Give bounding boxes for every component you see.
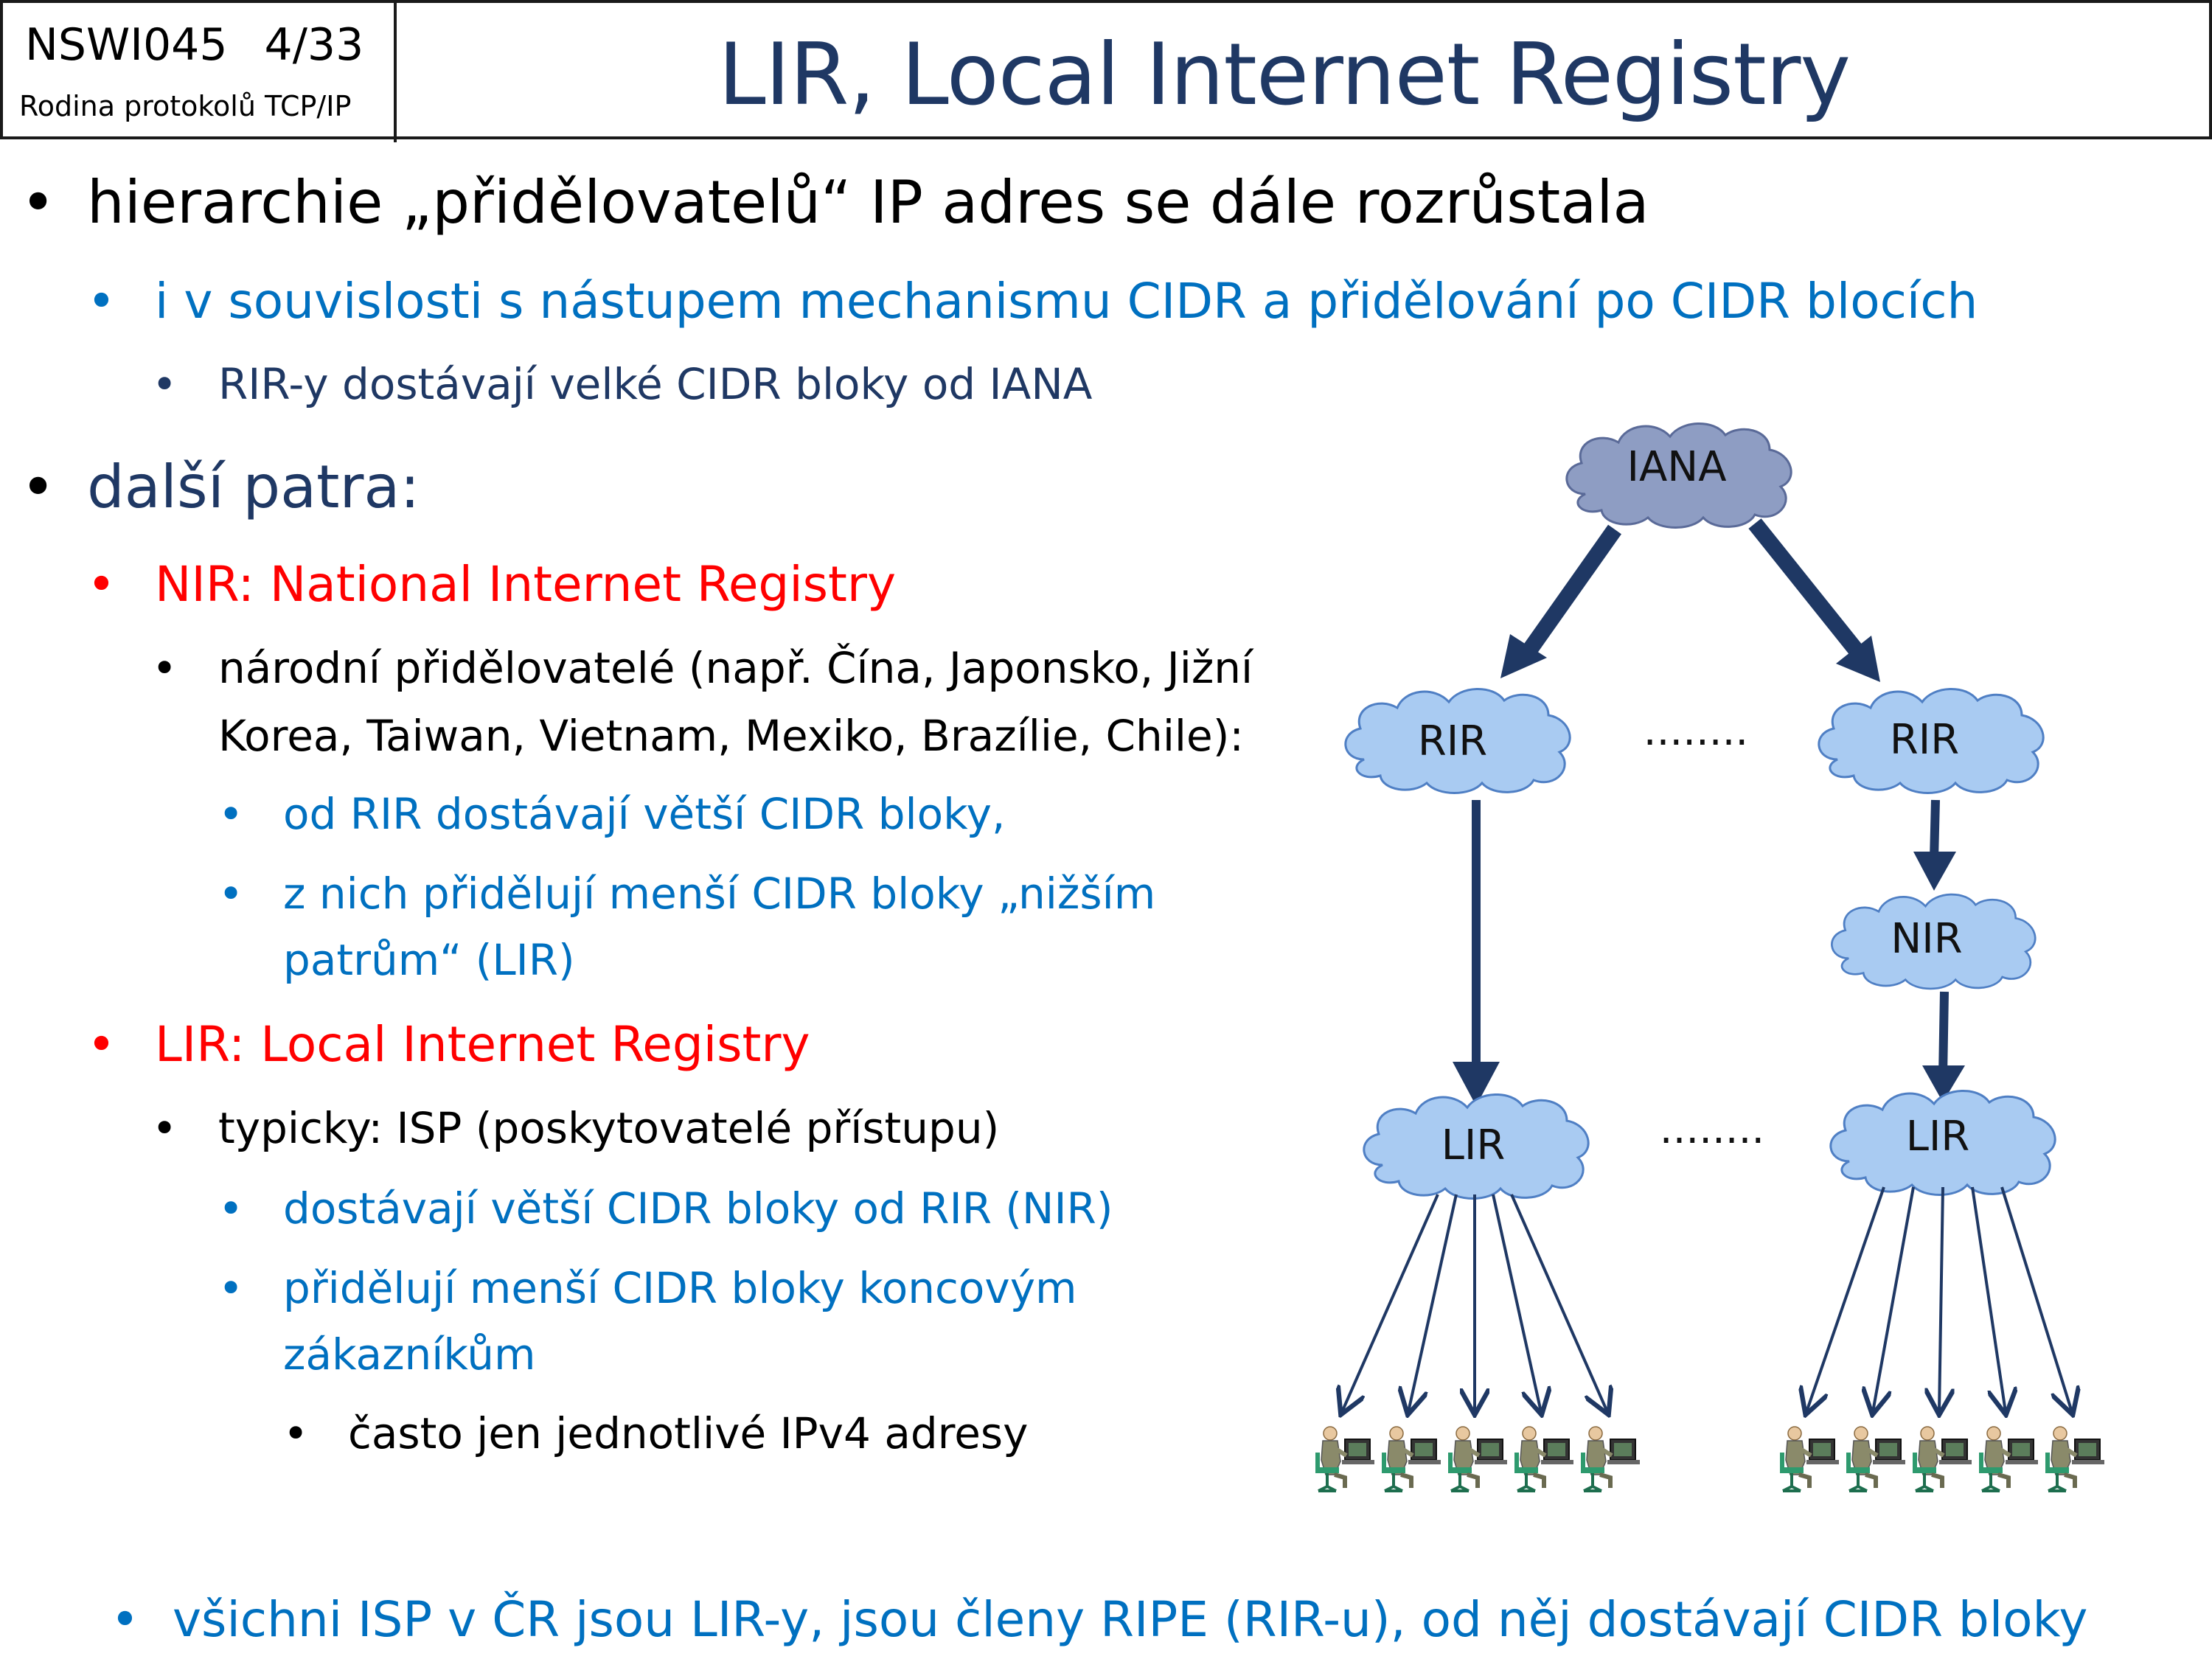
iana-to-rir-right-arrow: [1748, 518, 1880, 682]
bullet-text: typicky: ISP (poskytovatelé přístupu): [218, 1103, 1000, 1153]
course-code: NSWI045: [25, 19, 228, 71]
rir-left-label: RIR: [1418, 717, 1487, 765]
customer-at-computer-icon: [1581, 1426, 1640, 1492]
customer-at-computer-icon: [1448, 1426, 1507, 1492]
bullet-text: LIR: Local Internet Registry: [155, 1016, 810, 1073]
customer-arrow: [1939, 1186, 1943, 1412]
bullet-text: od RIR dostávají větší CIDR bloky,: [283, 789, 1006, 839]
customer-arrow: [2000, 1186, 2072, 1412]
customer-at-computer-icon: [1315, 1426, 1374, 1492]
customer-at-computer-icon: [1514, 1426, 1573, 1492]
lir-to-customer-arrows: [1342, 1186, 2072, 1412]
ellipsis-bottom: ........: [1660, 1105, 1764, 1153]
iana-label: IANA: [1627, 443, 1726, 491]
header: NSWI045 4/33 Rodina protokolů TCP/IP LIR,…: [0, 0, 2212, 142]
customer-at-computer-icon: [1780, 1426, 1839, 1492]
ellipsis-top: ........: [1644, 707, 1748, 755]
bullet-text: z nich přidělují menší CIDR bloky „nižší…: [283, 869, 1156, 919]
customer-arrow: [1492, 1194, 1541, 1412]
customer-arrow: [1342, 1194, 1439, 1412]
course-info-box: NSWI045 4/33 Rodina protokolů TCP/IP: [3, 3, 397, 142]
customer-arrow: [1873, 1186, 1915, 1412]
bullet-text: NIR: National Internet Registry: [155, 556, 897, 613]
nir-cloud: NIR: [1830, 893, 2037, 990]
rir-to-lir-left-arrow: [1453, 800, 1500, 1106]
rir-to-nir-arrow: [1913, 799, 1956, 891]
bullet-text-continued: patrům“ (LIR): [283, 935, 575, 985]
registry-hierarchy-diagram: IANA RIR RIR ........ NIR: [1315, 422, 2104, 1492]
customer-at-computer-icon: [1913, 1426, 1972, 1492]
customer-arrow: [1806, 1186, 1885, 1412]
course-code-line: NSWI045 4/33: [25, 19, 364, 71]
iana-cloud: IANA: [1565, 422, 1792, 529]
iana-to-rir-left-arrow: [1500, 524, 1621, 678]
bullet-text: přidělují menší CIDR bloky koncovým: [283, 1263, 1077, 1313]
bullet-text: RIR-y dostávají velké CIDR bloky od IANA: [218, 359, 1093, 409]
customer-group: [1315, 1426, 2104, 1492]
bullet-text: všichni ISP v ČR jsou LIR-y, jsou členy …: [173, 1591, 2088, 1648]
rir-left-cloud: RIR: [1344, 687, 1571, 794]
nir-to-lir-right-arrow: [1922, 991, 1965, 1102]
bullet-text: národní přidělovatelé (např. Čína, Japon…: [218, 643, 1253, 693]
customer-at-computer-icon: [1979, 1426, 2038, 1492]
lir-right-cloud: LIR: [1829, 1089, 2056, 1196]
course-name: Rodina protokolů TCP/IP: [19, 90, 352, 122]
bullet-text: i v souvislosti s nástupem mechanismu CI…: [155, 273, 1978, 330]
slide-title: LIR, Local Internet Registry: [718, 25, 1851, 125]
bullet-text: hierarchie „přidělovatelů“ IP adres se d…: [87, 168, 1649, 237]
customer-at-computer-icon: [2045, 1426, 2104, 1492]
nir-label: NIR: [1891, 915, 1962, 963]
lir-left-cloud: LIR: [1363, 1093, 1590, 1200]
bullet-text: často jen jednotlivé IPv4 adresy: [348, 1408, 1029, 1458]
lir-right-label: LIR: [1906, 1113, 1970, 1161]
customer-at-computer-icon: [1382, 1426, 1441, 1492]
customer-arrow: [1971, 1186, 2006, 1412]
rir-right-label: RIR: [1890, 716, 1959, 764]
slide-number: 4/33: [264, 19, 364, 71]
customer-arrow: [1510, 1194, 1607, 1412]
customer-arrow: [1408, 1194, 1458, 1412]
bullet-text-continued: zákazníkům: [283, 1329, 536, 1380]
customer-at-computer-icon: [1846, 1426, 1905, 1492]
bullet-text-continued: Korea, Taiwan, Vietnam, Mexiko, Brazílie…: [218, 711, 1244, 761]
bullet-text: dostávají větší CIDR bloky od RIR (NIR): [283, 1183, 1113, 1234]
rir-right-cloud: RIR: [1818, 687, 2045, 794]
lir-left-label: LIR: [1441, 1121, 1506, 1169]
bullet-text: další patra:: [87, 453, 420, 521]
